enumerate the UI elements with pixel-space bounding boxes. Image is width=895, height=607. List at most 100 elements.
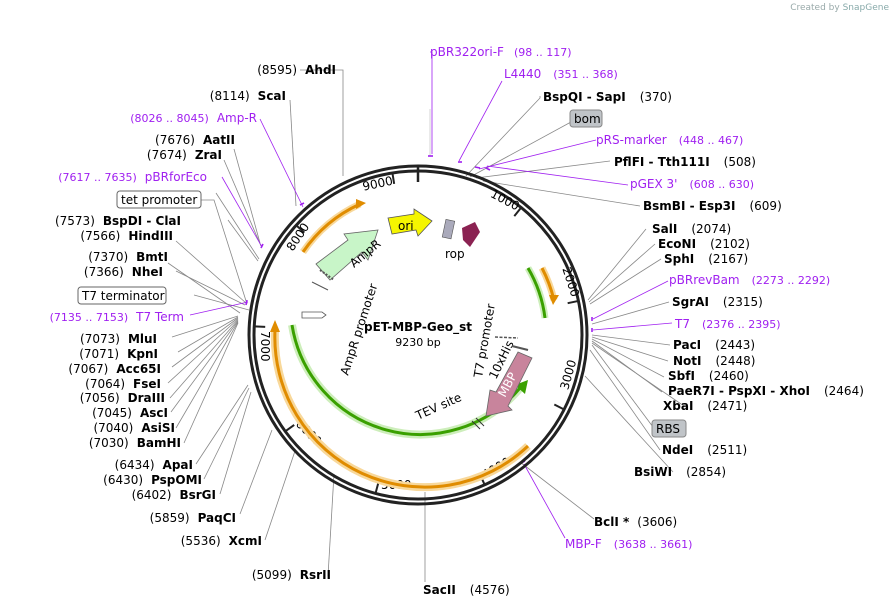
enzyme-pos: (7067): [68, 362, 108, 376]
enzyme-name: PaqCI: [198, 511, 236, 525]
enzyme-pos: (2443): [715, 338, 755, 352]
enzyme-name: KpnI: [127, 347, 158, 361]
enzyme-pos: (8114): [210, 89, 250, 103]
rop-label: rop: [445, 247, 465, 261]
enzyme-name: BsiWI: [634, 465, 672, 479]
snapgene-branding: Created by SnapGene: [790, 3, 889, 13]
enzyme-pos: (7064): [85, 377, 125, 391]
enzyme-name: DraIII: [128, 391, 165, 405]
enzyme-hindiii: (7566)HindIII: [80, 229, 173, 243]
enzyme-name: PacI: [673, 338, 701, 352]
enzyme-name: EcoNI: [658, 237, 696, 251]
t7-terminator-label: T7 terminator: [81, 289, 165, 303]
primer-name: L4440: [504, 67, 541, 81]
enzyme-name: Acc65I: [116, 362, 161, 376]
tick-mark: [374, 482, 380, 494]
tev-mark2: [475, 417, 485, 427]
enzyme-name: BsrGI: [179, 488, 216, 502]
enzyme-name: XcmI: [229, 534, 262, 548]
primer-pos: (448 .. 467): [679, 134, 744, 147]
ori-feature: [387, 208, 433, 237]
enzyme-noti: NotI(2448): [673, 354, 755, 368]
enzyme-name: AscI: [140, 406, 168, 420]
enzyme-name: BspDI - ClaI: [103, 214, 181, 228]
plasmid-name: pET-MBP-Geo_st: [364, 320, 472, 335]
primer-name: T7: [674, 317, 690, 331]
enzyme-name: ScaI: [258, 89, 286, 103]
enzyme-rsrii: (5099)RsrII: [252, 568, 331, 582]
primer-pbrforeco: (7617 .. 7635)pBRforEco: [58, 170, 207, 184]
tet-promoter-label: tet promoter: [121, 193, 197, 207]
enzyme-kpni: (7071)KpnI: [79, 347, 158, 361]
bom-box: [569, 109, 603, 128]
primer-leaders: [189, 51, 673, 539]
bom-label: bom: [574, 112, 601, 126]
enzyme-name: BspQI - SapI: [543, 90, 626, 104]
tick-mark: [553, 403, 565, 411]
enzyme-fsei: (7064)FseI: [85, 377, 161, 391]
primer-name: T7 Term: [135, 310, 184, 324]
tick-mark: [513, 206, 522, 217]
mbp-feature: [485, 351, 533, 417]
enzyme-name: NheI: [132, 265, 163, 279]
enzyme-xcmi: (5536)XcmI: [181, 534, 262, 548]
enzyme-bsiwi: BsiWI (2854): [634, 465, 726, 479]
lower-orange-arc: [273, 329, 530, 489]
enzyme-pos: (7370): [88, 250, 128, 264]
enzyme-name: BsmBI - Esp3I: [643, 199, 735, 213]
enzyme-pos: (7030): [89, 436, 129, 450]
enzyme-name: NdeI: [662, 443, 693, 457]
primer-pos: (608 .. 630): [689, 178, 754, 191]
primer-t7-term: (7135 .. 7153)T7 Term: [50, 310, 184, 324]
enzyme-name: SalI: [652, 222, 677, 236]
enzyme-name: MluI: [128, 332, 157, 346]
primer-name: pGEX 3': [630, 177, 677, 191]
ori-label: ori: [398, 219, 414, 233]
enzyme-pos: (7045): [92, 406, 132, 420]
enzyme-pos: (8595): [257, 63, 297, 77]
primer-name: pBR322ori-F: [430, 45, 504, 59]
enzyme-nhei: (7366)NheI: [84, 265, 163, 279]
enzyme-bamhi: (7030)BamHI: [89, 436, 181, 450]
enzyme-pos: (2460): [709, 369, 749, 383]
enzyme-name: XbaI: [663, 399, 693, 413]
tev-label: TEV site: [413, 390, 464, 423]
tick-mark: [284, 424, 295, 433]
plasmid-size: 9230 bp: [395, 336, 440, 349]
enzyme-pos: (6402): [132, 488, 172, 502]
enzyme-pos: (6434): [115, 458, 155, 472]
enzyme-name: AhdI: [305, 63, 336, 77]
tick-mark: [391, 172, 396, 185]
tick-label-7000: 7000: [258, 331, 272, 362]
enzyme-pos: (2854): [686, 465, 726, 479]
tev-mark: [471, 420, 481, 430]
enzyme-pos: (2511): [707, 443, 747, 457]
t7-promoter-mark: [494, 336, 519, 339]
enzyme-pos: (2315): [723, 295, 763, 309]
enzyme-pos: (508): [724, 155, 756, 169]
created-by-text: Created by: [790, 3, 840, 13]
primer-name: pBRrevBam: [669, 273, 740, 287]
enzyme-pos: (370): [640, 90, 672, 104]
enzyme-aatii: (7676)AatII: [155, 133, 235, 147]
enzyme-name: BmtI: [136, 250, 168, 264]
enzyme-name: SacII: [423, 583, 456, 597]
tick-mark: [254, 325, 266, 328]
enzyme-paci: PacI (2443): [673, 338, 755, 352]
enzyme-name: PspOMI: [151, 473, 202, 487]
primer-t7: T7(2376 .. 2395): [674, 317, 781, 331]
his-mark: [511, 345, 529, 351]
enzyme-sali: SalI(2074): [652, 222, 731, 236]
enzyme-clai: (7573)BspDI - ClaI: [55, 214, 181, 228]
enzyme-asci: (7045) AscI: [92, 406, 168, 420]
primer-name: pRS-marker: [596, 133, 667, 147]
primer-name: Amp-R: [217, 111, 257, 125]
tet-promoter-box: [116, 190, 202, 209]
tick-label-2000: 2000: [559, 265, 582, 298]
primer-pos: (351 .. 368): [553, 68, 618, 81]
tick-mark: [295, 224, 306, 234]
t7-term-mark: [301, 311, 327, 319]
enzyme-xbai: XbaI(2471): [663, 399, 747, 413]
enzyme-sacii: SacII(4576): [423, 583, 510, 597]
enzyme-ahdi: (8595) AhdI: [257, 63, 336, 77]
